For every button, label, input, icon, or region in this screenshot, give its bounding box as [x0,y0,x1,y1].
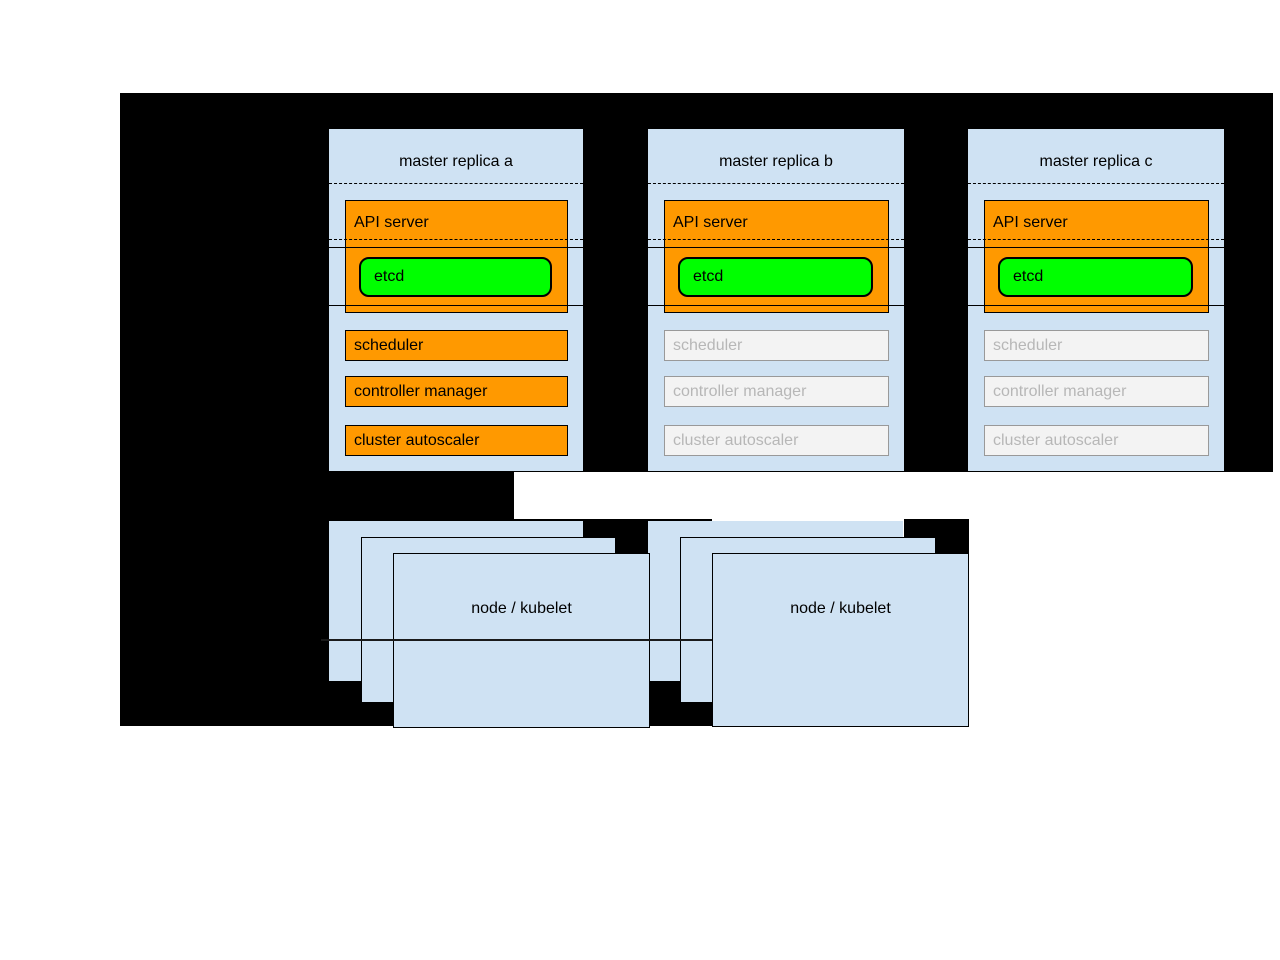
node-stack2-front: node / kubelet [712,553,969,727]
solid-divider [329,305,583,306]
etcd-box-a: etcd [359,257,552,297]
api-server-box-a: API server etcd [345,200,568,313]
node-connector-line [321,639,712,641]
master-replica-b-title: master replica b [719,153,833,170]
dashed-divider [648,239,904,240]
api-server-label: API server [673,214,748,231]
solid-divider [968,247,1224,248]
master-replica-c-box: master replica c API server etcd schedul… [968,129,1224,471]
cluster-autoscaler-box-a: cluster autoscaler [345,425,568,456]
scheduler-box-b: scheduler [664,330,889,361]
controller-manager-box-c: controller manager [984,376,1209,407]
cluster-autoscaler-box-c: cluster autoscaler [984,425,1209,456]
solid-divider [648,247,904,248]
dashed-divider [329,239,583,240]
background-panel-left-band [120,472,514,519]
api-server-box-c: API server etcd [984,200,1209,313]
api-server-label: API server [993,214,1068,231]
cluster-autoscaler-box-b: cluster autoscaler [664,425,889,456]
dashed-divider [329,183,583,184]
dashed-divider [648,183,904,184]
etcd-box-c: etcd [998,257,1193,297]
master-replica-c-title: master replica c [1039,153,1153,170]
solid-divider [968,305,1224,306]
master-replica-a-title: master replica a [399,153,513,170]
api-server-label: API server [354,214,429,231]
solid-divider [329,247,583,248]
dashed-divider [968,239,1224,240]
controller-manager-box-b: controller manager [664,376,889,407]
etcd-box-b: etcd [678,257,873,297]
node-kubelet-label: node / kubelet [790,600,891,617]
node-kubelet-label: node / kubelet [471,600,572,617]
master-replica-b-box: master replica b API server etcd schedul… [648,129,904,471]
scheduler-box-c: scheduler [984,330,1209,361]
api-server-box-b: API server etcd [664,200,889,313]
scheduler-box-a: scheduler [345,330,568,361]
controller-manager-box-a: controller manager [345,376,568,407]
master-replica-a-box: master replica a API server etcd schedul… [329,129,583,471]
solid-divider [648,305,904,306]
dashed-divider [968,183,1224,184]
